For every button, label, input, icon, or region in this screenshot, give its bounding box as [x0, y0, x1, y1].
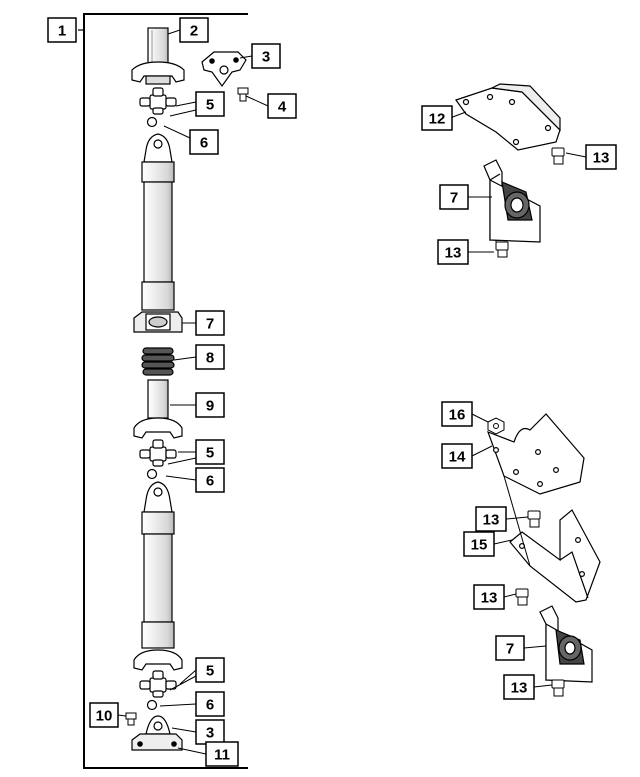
center-bearing-on-shaft [133, 311, 183, 333]
middle-yoke [133, 417, 183, 439]
svg-text:7: 7 [450, 190, 458, 207]
callout-13: 13 [437, 239, 469, 265]
front-shaft-tube [141, 133, 175, 311]
callout-16: 16 [441, 401, 473, 427]
svg-text:15: 15 [471, 537, 488, 554]
callout-10: 10 [89, 702, 119, 728]
bolt-icon [125, 712, 137, 726]
callout-13: 13 [475, 506, 507, 532]
svg-text:6: 6 [200, 135, 208, 152]
callout-7: 7 [439, 184, 469, 210]
svg-text:16: 16 [449, 407, 466, 424]
middle-u-joint [139, 439, 177, 467]
slip-yoke [147, 379, 169, 419]
upper-yoke [131, 61, 185, 85]
svg-text:7: 7 [506, 641, 514, 658]
callout-3: 3 [195, 719, 225, 745]
callout-11: 11 [205, 741, 239, 767]
upper-snap-ring [146, 116, 158, 128]
callout-13: 13 [585, 144, 617, 170]
callout-8: 8 [195, 344, 225, 370]
svg-text:13: 13 [483, 512, 500, 529]
callout-1: 1 [47, 17, 77, 43]
callout-15: 15 [463, 531, 495, 557]
lower-snap-ring [146, 699, 158, 711]
callout-13: 13 [473, 584, 505, 610]
svg-text:10: 10 [96, 708, 113, 725]
bolt-icon [527, 510, 541, 528]
callout-3: 3 [251, 43, 281, 69]
mounting-plate [455, 83, 561, 151]
nut-icon [487, 417, 505, 435]
svg-text:5: 5 [206, 663, 214, 680]
svg-text:14: 14 [449, 449, 466, 466]
bolt-icon [551, 679, 565, 697]
callout-12: 12 [421, 105, 453, 131]
svg-text:3: 3 [262, 49, 270, 66]
upper-stub-shaft [147, 27, 169, 65]
svg-text:7: 7 [206, 316, 214, 333]
callout-5: 5 [195, 657, 225, 683]
svg-text:11: 11 [214, 747, 230, 764]
leader-lines [117, 29, 587, 755]
svg-text:4: 4 [278, 99, 287, 116]
upper-u-joint [139, 87, 177, 115]
callout-13: 13 [503, 674, 535, 700]
middle-snap-ring [146, 468, 158, 480]
svg-text:5: 5 [206, 445, 214, 462]
svg-text:9: 9 [206, 398, 214, 415]
lower-support-bracket [509, 509, 601, 603]
lower-flange-yoke [131, 715, 183, 751]
lower-yoke [133, 649, 183, 671]
center-support-bearing [539, 605, 593, 683]
assembly-bracket-line [83, 13, 248, 769]
svg-text:8: 8 [206, 350, 214, 367]
svg-text:5: 5 [206, 97, 214, 114]
bolt-icon [495, 241, 509, 258]
callout-6: 6 [195, 691, 225, 717]
dust-boot [141, 347, 175, 376]
callout-5: 5 [195, 91, 225, 117]
svg-text:13: 13 [481, 590, 498, 607]
callout-7: 7 [195, 310, 225, 336]
svg-text:13: 13 [593, 150, 610, 167]
svg-text:2: 2 [190, 23, 198, 40]
upper-flange [201, 51, 247, 88]
upper-support-bracket [486, 413, 585, 495]
bolt-icon [515, 588, 529, 606]
callout-4: 4 [267, 93, 297, 119]
center-support-bearing [483, 159, 541, 243]
callout-6: 6 [195, 467, 225, 493]
callout-5: 5 [195, 439, 225, 465]
bolt-icon [551, 147, 565, 165]
rear-shaft-tube [141, 481, 175, 649]
callout-9: 9 [195, 392, 225, 418]
callout-14: 14 [441, 443, 473, 469]
svg-text:13: 13 [445, 245, 462, 262]
svg-text:6: 6 [206, 473, 214, 490]
bolt-icon [237, 87, 249, 102]
svg-text:6: 6 [206, 697, 214, 714]
callout-6: 6 [189, 129, 219, 155]
svg-text:3: 3 [206, 725, 214, 742]
svg-text:1: 1 [58, 23, 66, 40]
svg-text:13: 13 [511, 680, 528, 697]
callout-7: 7 [495, 635, 525, 661]
svg-text:12: 12 [429, 111, 446, 128]
callout-2: 2 [179, 17, 209, 43]
lower-u-joint [139, 670, 177, 698]
